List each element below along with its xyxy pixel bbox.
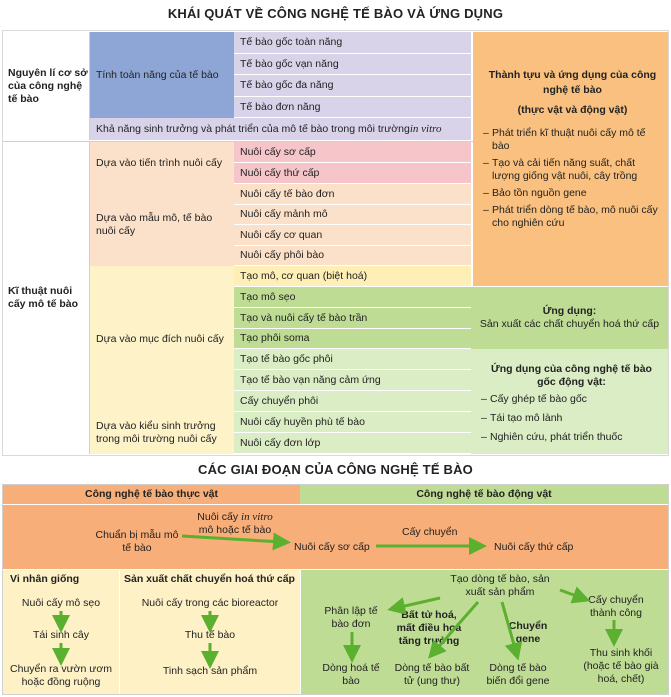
group-process: Dựa vào tiến trình nuôi cấy [90,142,234,184]
secondary-prod-step: Nuôi cấy trong các bioreactor [141,597,279,609]
divider [3,141,473,142]
technique-item: Tạo mô, cơ quan (biệt hoá) [234,266,471,287]
divider [89,32,90,140]
totipotency-cell: Tính toàn năng của tế bào [90,32,234,118]
stem-application-title: Ứng dụng của công nghệ tế bào gốc động v… [491,363,652,388]
achievement-item: Phát triển dòng tế bào, mô nuôi cấy cho … [483,204,662,230]
cell-line-step: Tạo dòng tế bào, sản xuất sản phẩm [450,573,550,598]
arrow [500,601,523,661]
technique-item: Nuôi cấy sơ cấp [234,142,471,163]
common-stage [3,505,668,569]
arrow [181,532,291,551]
stem-application-item: Cấy ghép tế bào gốc [481,393,662,406]
stem-application-box: Ứng dụng của công nghệ tế bào gốc động v… [471,349,668,454]
technique-item: Nuôi cấy tế bào đơn [234,184,471,205]
immortal-line-step: Dòng tế bào bất tử (ung thư) [394,662,470,687]
stem-application-item: Tái tạo mô lành [481,412,662,425]
transfer-step: Cấy chuyển [402,526,458,538]
technique-item: Nuôi cấy cơ quan [234,225,471,246]
secondary-prod-title: Sản xuất chất chuyển hoá thứ cấp [124,573,295,585]
prep-step: Chuẩn bị mẫu mô tế bào [95,529,179,554]
clone-step: Dòng hoá tế bào [322,662,380,687]
principle-label: Nguyên lí cơ sở của công nghệ tế bào [8,66,88,105]
arrow [559,586,591,604]
secondary-culture: Nuôi cấy thứ cấp [494,541,574,553]
secondary-prod-step: Thu tế bào [184,629,236,641]
breeding-title: Vi nhân giống [10,573,80,585]
achievement-item: Phát triển kĩ thuật nuôi cấy mô tế bào [483,127,662,153]
stem-cell-item: Tế bào gốc đa năng [234,75,471,97]
overview-table [2,30,669,456]
plant-header: Công nghệ tế bào thực vật [3,485,300,504]
group-growth: Dựa vào kiểu sinh trưởng trong môi trườn… [90,412,234,454]
animal-header: Công nghệ tế bào động vật [300,485,668,504]
achievements-title: Thành tựu và ứng dụng của công nghệ tế b… [488,69,657,96]
overview-title: KHÁI QUÁT VỀ CÔNG NGHỆ TẾ BÀO VÀ ỨNG DỤN… [167,6,504,21]
stem-cell-item: Tế bào gốc toàn năng [234,32,471,54]
group-sample: Dựa vào mẫu mô, tế bào nuôi cấy [90,184,234,266]
stages-title: CÁC GIAI ĐOẠN CỦA CÔNG NGHỆ TẾ BÀO [198,462,473,477]
technique-item: Nuôi cấy phôi bào [234,246,471,266]
breeding-step: Nuôi cấy mô sẹo [21,597,101,609]
technique-item: Nuôi cấy thứ cấp [234,163,471,184]
achievements-box: Thành tựu và ứng dụng của công nghệ tế b… [473,32,668,286]
application-box: Ứng dụng: Sản xuất các chất chuyển hoá t… [471,287,668,349]
primary-culture: Nuôi cấy sơ cấp [294,541,370,553]
technique-item: Nuôi cấy mảnh mô [234,205,471,225]
achievements-subtitle: (thực vật và động vật) [517,104,628,116]
achievement-item: Bảo tồn nguồn gene [483,187,662,200]
growth-cell: Khả năng sinh trưởng và phát triển của m… [90,118,471,140]
transfer-success-step: Cấy chuyển thành công [588,594,644,619]
secondary-prod-step: Tinh sạch sản phẩm [162,665,258,677]
stem-cell-item: Tế bào đơn năng [234,97,471,118]
breeding-step: Chuyển ra vườn ươm hoặc đồng ruộng [10,663,112,688]
application-title: Ứng dụng: [542,305,597,317]
arrow [428,601,480,659]
technique-label: Kĩ thuật nuôi cấy mô tế bào [8,285,79,310]
divider [89,142,90,454]
gene-line-step: Dòng tế bào biến đổi gene [486,662,550,687]
stages-frame [2,484,669,695]
arrow [387,596,441,615]
harvest-step: Thu sinh khối (hoặc tế bào già hoá, chết… [583,647,659,685]
stem-application-item: Nghiên cứu, phát triển thuốc [481,431,662,444]
group-purpose: Dựa vào mục đích nuôi cấy [90,266,234,412]
stem-cell-item: Tế bào gốc vạn năng [234,54,471,75]
achievement-item: Tạo và cải tiến năng suất, chất lượng gi… [483,157,662,183]
isolate-step: Phân lập tế bào đơn [324,605,378,630]
breeding-step: Tái sinh cây [32,629,90,641]
application-text: Sản xuất các chất chuyển hoá thứ cấp [479,318,660,330]
